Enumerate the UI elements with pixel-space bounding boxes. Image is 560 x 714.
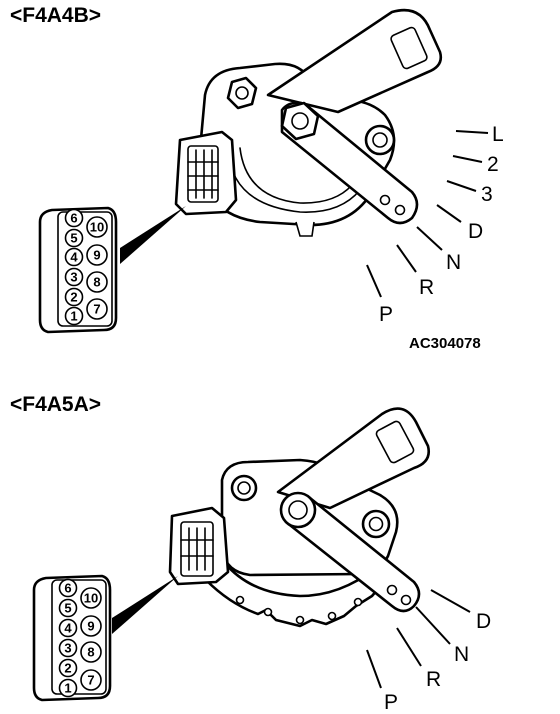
- position-label-2: 2: [487, 153, 499, 176]
- pin-label: 1: [64, 681, 71, 696]
- position-label-n: N: [446, 251, 461, 274]
- pin-label: 7: [93, 302, 100, 317]
- position-label-l: L: [492, 123, 504, 146]
- position-label-d: D: [476, 610, 491, 633]
- pin-label: 2: [70, 290, 77, 305]
- position-label-p: P: [379, 303, 393, 326]
- pin-label: 10: [90, 220, 104, 235]
- center-nut: [279, 491, 317, 529]
- heading-f4a5a: <F4A5A>: [10, 393, 102, 416]
- pin-label: 1: [70, 309, 77, 324]
- position-label-3: 3: [481, 183, 493, 206]
- pin-label: 3: [64, 641, 71, 656]
- pin-label: 8: [93, 275, 100, 290]
- position-labels-f4a5a: D N R P: [366, 589, 491, 714]
- connector-socket: [174, 130, 238, 216]
- position-label-p: P: [384, 691, 398, 714]
- callout-wedge: [112, 576, 178, 634]
- mounting-bolt-right: [364, 124, 396, 156]
- mounting-bolt-left: [226, 76, 258, 110]
- pin-label: 10: [84, 591, 98, 606]
- heading-f4a4b: <F4A4B>: [10, 4, 102, 27]
- pin-label: 3: [70, 270, 77, 285]
- position-label-r: R: [426, 668, 441, 691]
- figure-id: AC304078: [409, 335, 481, 352]
- mounting-bolt-right: [361, 509, 391, 539]
- connector-face-f4a4b: 6 10 5 4 9 3 8 2 1 7: [38, 206, 118, 334]
- position-label-n: N: [454, 643, 469, 666]
- pin-label: 4: [70, 250, 78, 265]
- position-label-r: R: [419, 276, 434, 299]
- position-label-d: D: [468, 220, 483, 243]
- pin-label: 6: [64, 581, 71, 596]
- switch-assembly-f4a5a: [112, 407, 430, 634]
- manual-lever: [280, 101, 419, 225]
- shift-arm: [266, 8, 443, 114]
- callout-wedge: [120, 206, 186, 264]
- pin-label: 6: [70, 211, 77, 226]
- switch-assembly-f4a4b: [120, 8, 443, 264]
- pin-label: 8: [87, 645, 94, 660]
- pin-label: 5: [70, 231, 77, 246]
- pin-label: 2: [64, 661, 71, 676]
- pin-label: 9: [93, 248, 100, 263]
- position-labels-f4a4b: L 2 3 D N R P: [366, 123, 504, 326]
- shift-arm: [276, 407, 430, 510]
- mounting-bolt-left: [230, 474, 258, 502]
- pin-label: 9: [87, 619, 94, 634]
- center-nut: [280, 101, 320, 141]
- pin-label: 4: [64, 621, 72, 636]
- pin-label: 5: [64, 601, 71, 616]
- connector-socket: [168, 506, 230, 586]
- pin-label: 7: [87, 673, 94, 688]
- connector-face-f4a5a: 6 10 5 4 9 3 8 2 1 7: [32, 574, 112, 702]
